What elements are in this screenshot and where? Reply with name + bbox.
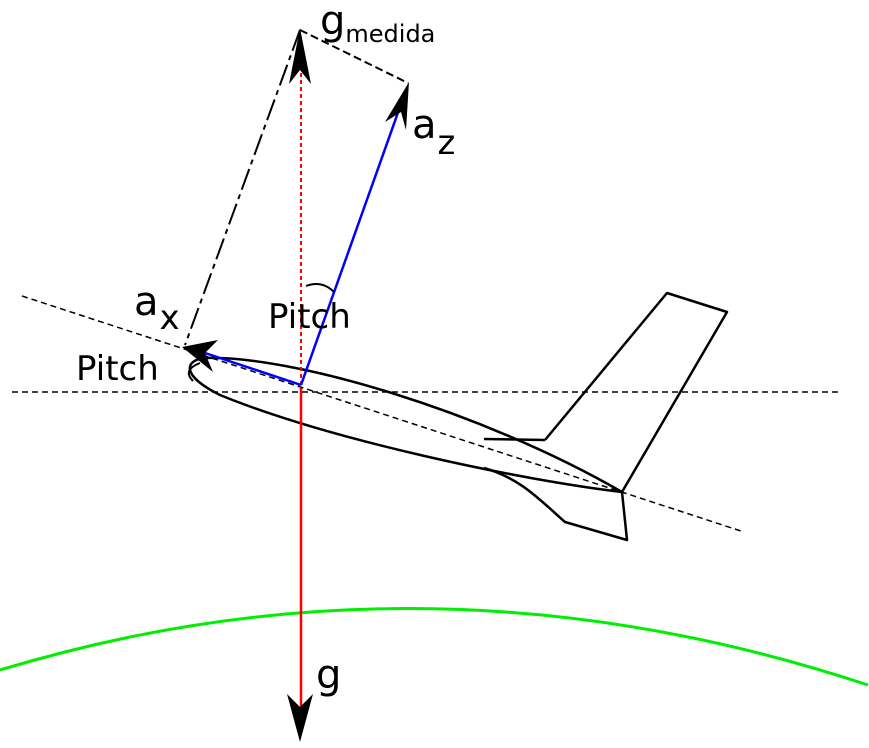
- az-label-sub: z: [438, 123, 456, 163]
- g-measured-arrowhead: [289, 28, 311, 84]
- g-measured-label-base: g: [320, 0, 345, 44]
- ax-label-sub: x: [160, 298, 180, 338]
- az-label-base: a: [412, 102, 437, 148]
- az-arrowhead: [385, 82, 409, 130]
- az-vector: [299, 89, 408, 386]
- gmeasured-to-az-dashed-line: [299, 29, 409, 84]
- gmeasured-to-ax-dashed-line: [184, 29, 301, 346]
- ax-vector: [189, 346, 302, 387]
- g-arrowhead: [287, 694, 313, 742]
- ax-label-base: a: [134, 279, 159, 325]
- pitch-upper-label: Pitch: [268, 297, 351, 337]
- pitch-arc-upper: [305, 283, 335, 293]
- g-label: g: [316, 652, 341, 698]
- g-measured-label: gmedida: [320, 0, 435, 48]
- ax-arrowhead: [182, 340, 218, 372]
- az-label: az: [412, 102, 455, 163]
- pitch-left-label: Pitch: [76, 349, 159, 389]
- aircraft-outline: [188, 291, 729, 542]
- g-measured-label-sub: medida: [345, 20, 435, 48]
- pitch-arc-left: [187, 362, 201, 382]
- aircraft-axis-line: [21, 295, 745, 533]
- earth-surface-curve: [0, 607, 869, 687]
- ax-label: ax: [134, 279, 180, 338]
